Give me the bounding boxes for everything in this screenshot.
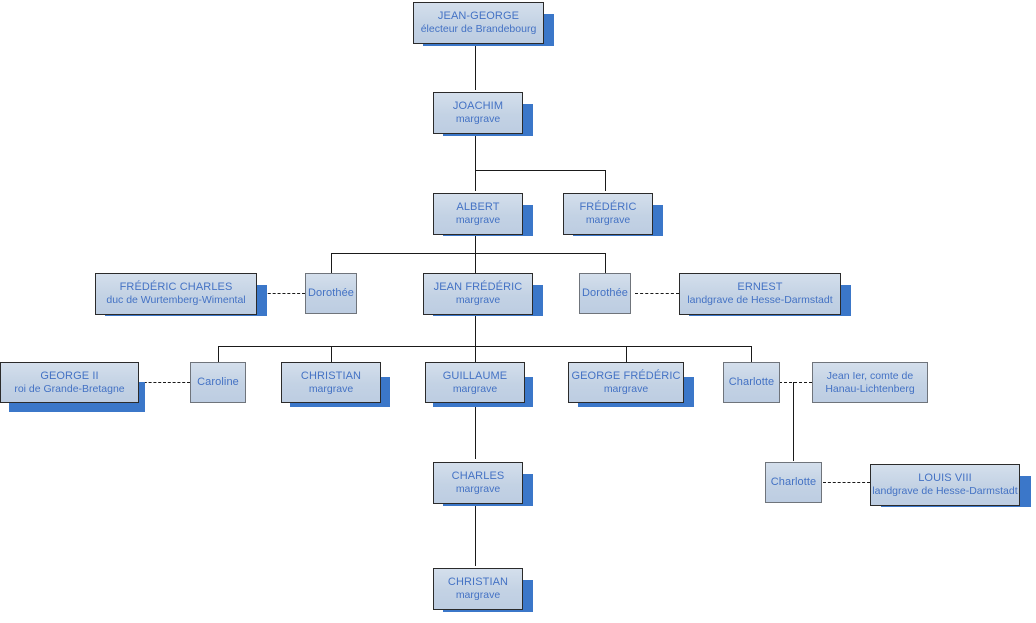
node-name: JEAN FRÉDÉRIC	[433, 281, 523, 294]
node-charlotte-1[interactable]: Charlotte	[723, 362, 780, 403]
node-name: Dorothée	[581, 287, 629, 300]
connector-jeangeorge-joachim	[475, 46, 476, 90]
node-dorothee-1[interactable]: Dorothée	[305, 273, 357, 314]
node-title: margrave	[603, 382, 649, 395]
node-title: duc de Wurtemberg-Wimental	[106, 294, 246, 307]
connector-to-jeanfrederic	[475, 253, 476, 273]
node-title: margrave	[455, 214, 501, 227]
node-name: ALBERT	[456, 201, 500, 214]
node-george-frederic[interactable]: GEORGE FRÉDÉRIC margrave	[568, 362, 684, 403]
marriage-link-fredericcharles-dorothee	[258, 293, 305, 294]
node-name: ERNEST	[737, 281, 783, 294]
node-title: roi de Grande-Bretagne	[14, 382, 125, 395]
marriage-link-georgeii-caroline	[139, 382, 190, 383]
node-dorothee-2[interactable]: Dorothée	[579, 273, 631, 314]
node-name: GEORGE FRÉDÉRIC	[571, 369, 681, 382]
connector-jeanfrederic-down	[475, 312, 476, 346]
connector-joachim-bar	[475, 170, 606, 171]
connector-charles-christian	[475, 502, 476, 566]
node-title: landgrave de Hesse-Darmstadt	[687, 294, 833, 307]
node-title: margrave	[455, 294, 501, 307]
connector-to-dorothee1	[331, 253, 332, 273]
connector-to-guillaume	[475, 346, 476, 362]
connector-to-christian1	[331, 346, 332, 362]
node-name: Charlotte	[770, 476, 817, 489]
connector-to-albert	[475, 170, 476, 191]
node-name: GEORGE II	[40, 369, 99, 382]
node-christian-1[interactable]: CHRISTIAN margrave	[281, 362, 381, 403]
node-title: margrave	[455, 113, 501, 126]
node-albert[interactable]: ALBERT margrave	[433, 193, 523, 235]
node-name: GUILLAUME	[442, 369, 508, 382]
connector-to-frederic	[605, 170, 606, 191]
node-title: margrave	[455, 589, 501, 602]
node-title: landgrave de Hesse-Darmstadt	[872, 485, 1018, 498]
node-charlotte-2[interactable]: Charlotte	[765, 462, 822, 503]
node-name: FRÉDÉRIC	[579, 201, 637, 214]
connector-albert-bar	[331, 253, 605, 254]
node-name: Caroline	[197, 376, 239, 389]
node-title: margrave	[585, 214, 631, 227]
connector-albert-down	[475, 236, 476, 253]
node-name: Charlotte	[728, 376, 775, 389]
node-name: CHRISTIAN	[300, 369, 362, 382]
node-title: margrave	[308, 382, 354, 395]
node-ernest[interactable]: ERNEST landgrave de Hesse-Darmstadt	[679, 273, 841, 315]
node-name: Jean Ier, comte de	[826, 370, 914, 383]
node-name: JEAN-GEORGE	[437, 10, 520, 23]
connector-to-georgefrederic	[626, 346, 627, 362]
marriage-link-charlotte2-louisviii	[823, 482, 870, 483]
node-caroline[interactable]: Caroline	[190, 362, 246, 403]
node-charles[interactable]: CHARLES margrave	[433, 462, 523, 504]
connector-to-charlotte1	[751, 346, 752, 362]
node-christian-2[interactable]: CHRISTIAN margrave	[433, 568, 523, 610]
node-name: Dorothée	[307, 287, 355, 300]
node-name: JOACHIM	[452, 100, 504, 113]
node-name: FRÉDÉRIC CHARLES	[119, 281, 233, 294]
node-jean-george[interactable]: JEAN-GEORGE électeur de Brandebourg	[413, 2, 544, 44]
node-name: CHRISTIAN	[447, 576, 509, 589]
marriage-link-charlotte-jeanier	[779, 382, 812, 383]
connector-to-dorothee2	[605, 253, 606, 273]
connector-jeanfrederic-bar	[218, 346, 752, 347]
node-name: LOUIS VIII	[918, 472, 972, 485]
node-name: CHARLES	[451, 470, 505, 483]
connector-charlotte-down	[793, 382, 794, 461]
node-title: margrave	[452, 382, 498, 395]
node-title: électeur de Brandebourg	[420, 23, 537, 36]
connector-guillaume-charles	[475, 403, 476, 459]
node-joachim[interactable]: JOACHIM margrave	[433, 92, 523, 134]
node-title: margrave	[455, 483, 501, 496]
node-jean-ier[interactable]: Jean Ier, comte de Hanau-Lichtenberg	[812, 362, 928, 403]
node-guillaume[interactable]: GUILLAUME margrave	[425, 362, 525, 403]
connector-to-caroline	[218, 346, 219, 362]
node-jean-frederic[interactable]: JEAN FRÉDÉRIC margrave	[423, 273, 533, 315]
node-title: Hanau-Lichtenberg	[825, 382, 915, 395]
marriage-link-dorothee-ernest	[635, 293, 679, 294]
node-frederic-charles[interactable]: FRÉDÉRIC CHARLES duc de Wurtemberg-Wimen…	[95, 273, 257, 315]
node-louis-viii[interactable]: LOUIS VIII landgrave de Hesse-Darmstadt	[870, 464, 1020, 506]
node-george-ii[interactable]: GEORGE II roi de Grande-Bretagne	[0, 362, 139, 403]
connector-joachim-down	[475, 136, 476, 170]
node-frederic[interactable]: FRÉDÉRIC margrave	[563, 193, 653, 235]
